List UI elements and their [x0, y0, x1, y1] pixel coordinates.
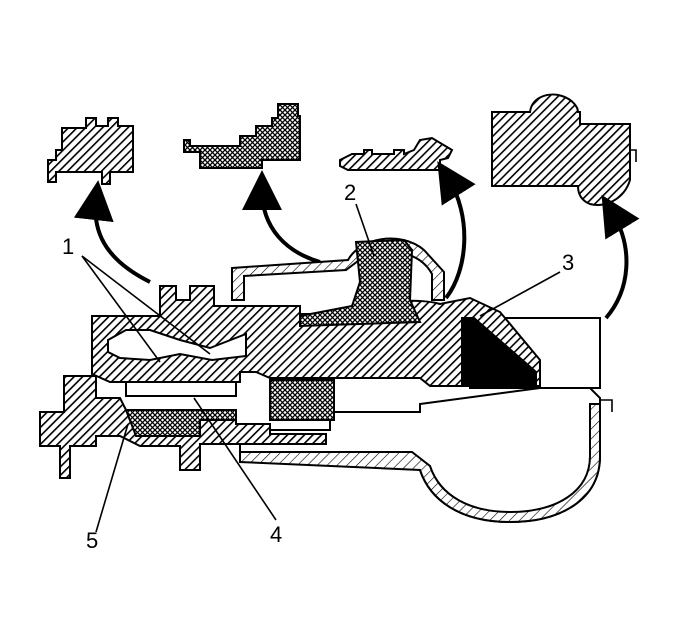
callout-3: 3 — [562, 250, 574, 275]
seal-component — [299, 238, 422, 328]
callout-1: 1 — [62, 234, 74, 259]
arrow-to-seal-retainer — [242, 170, 321, 264]
arrow-to-housing-cap — [601, 194, 640, 320]
main-housing — [91, 285, 541, 387]
leader-lines — [81, 203, 561, 533]
removal-arrows — [73, 161, 640, 320]
wedge-component — [461, 317, 537, 385]
housing-cap-piece — [491, 93, 637, 206]
terminal-lock-piece — [47, 117, 134, 185]
position-assurance-piece — [339, 136, 454, 171]
seal-retainer-piece — [183, 103, 301, 169]
assembled-connector — [39, 237, 613, 524]
terminal-pin — [125, 381, 237, 397]
callout-4: 4 — [270, 522, 282, 547]
arrow-to-assurance-piece — [437, 161, 476, 300]
callout-5: 5 — [86, 528, 98, 553]
arrow-to-lock-piece — [73, 180, 151, 284]
callout-2: 2 — [344, 180, 356, 205]
